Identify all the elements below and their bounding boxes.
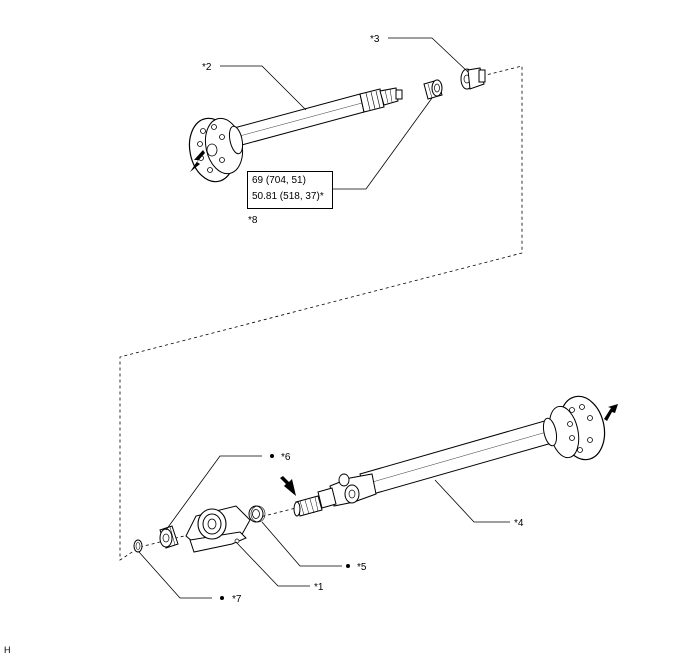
flange-nut — [423, 79, 443, 100]
front-propeller-shaft — [188, 87, 403, 183]
leader-line-4 — [434, 479, 510, 523]
washer — [248, 505, 266, 523]
callout-1: *1 — [314, 582, 324, 593]
callout-3: *3 — [370, 34, 380, 45]
snap-ring — [133, 539, 143, 553]
rear-propeller-shaft — [293, 395, 606, 517]
assembly-dashed-line — [119, 65, 523, 561]
leader-line-8 — [331, 97, 433, 190]
leader-line-3 — [388, 37, 469, 73]
torque-spec-secondary: 50.81 (518, 37)* — [252, 191, 324, 202]
rear-flange-arrow-icon — [604, 404, 618, 421]
front-flange-arrow-icon — [190, 150, 205, 172]
leader-line-7 — [138, 551, 212, 599]
callout-7: *7 — [232, 594, 242, 605]
callout-8: *8 — [248, 215, 258, 226]
filled-dot-icon — [270, 454, 274, 458]
center-support-bearing — [185, 505, 251, 553]
torque-spec-box — [247, 171, 333, 209]
filled-dot-icon — [220, 596, 224, 600]
flange-yoke — [460, 67, 486, 90]
callout-2: *2 — [202, 62, 212, 73]
leader-line-2 — [220, 65, 307, 111]
callout-5: *5 — [357, 562, 367, 573]
leader-line-1 — [235, 541, 310, 587]
filled-dot-icon — [346, 564, 350, 568]
leader-line-5 — [261, 521, 342, 567]
center-nut — [159, 525, 179, 549]
callout-6: *6 — [281, 452, 291, 463]
callout-4: *4 — [514, 518, 524, 529]
figure-code: H — [4, 645, 11, 655]
leader-line-6 — [165, 455, 262, 531]
spline-arrow-icon — [280, 476, 296, 496]
torque-spec-primary: 69 (704, 51) — [252, 175, 306, 186]
